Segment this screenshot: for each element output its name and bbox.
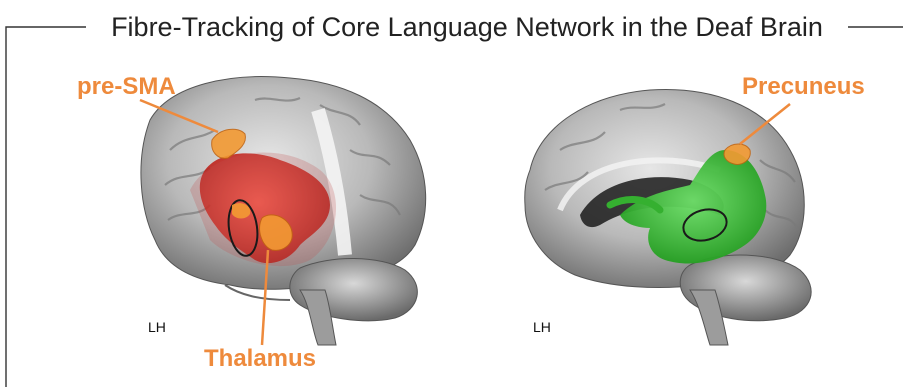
thalamus-label: Thalamus — [204, 345, 316, 373]
precuneus-label: Precuneus — [742, 73, 865, 101]
right-precuneus-roi — [724, 144, 750, 164]
left-hemisphere-label: LH — [148, 319, 166, 335]
right-brain-rendering — [525, 89, 811, 345]
figure-title: Fibre-Tracking of Core Language Network … — [86, 8, 848, 46]
right-hemisphere-label: LH — [533, 319, 551, 335]
pre-sma-label: pre-SMA — [77, 73, 176, 101]
